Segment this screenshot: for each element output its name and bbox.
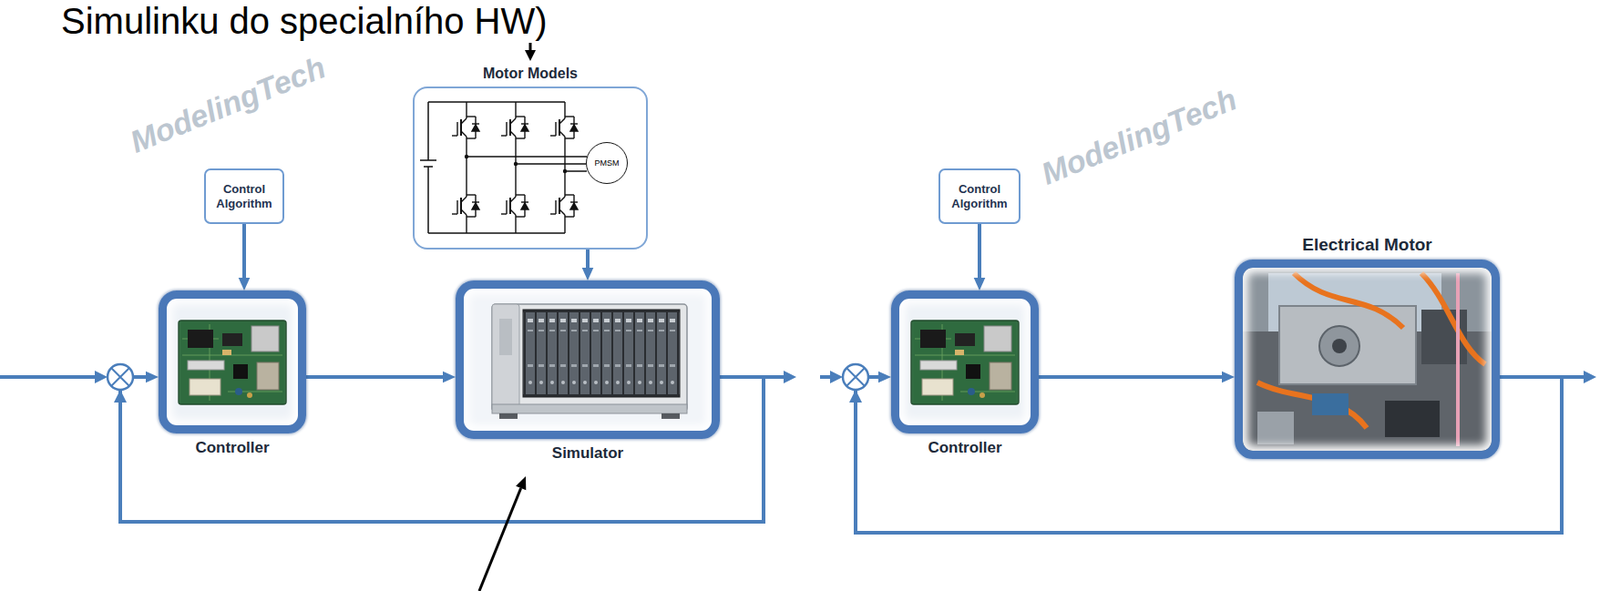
node-label: Controller bbox=[927, 439, 1002, 458]
motor-photo bbox=[1293, 273, 1404, 329]
summing-junction bbox=[107, 364, 134, 390]
circuit-board bbox=[166, 298, 298, 426]
circuit-board bbox=[178, 320, 287, 405]
node-label: Electrical Motor bbox=[1302, 235, 1433, 256]
signal-arrow bbox=[1038, 375, 1230, 380]
simulator-chassis bbox=[492, 404, 688, 414]
motor-box: Electrical Motor bbox=[1234, 259, 1500, 460]
inverter-schematic bbox=[466, 156, 587, 172]
signal-arrow bbox=[120, 377, 764, 523]
motor-circle: PMSM bbox=[585, 142, 628, 185]
motor-photo bbox=[1312, 393, 1349, 416]
inverter-schematic bbox=[466, 102, 565, 234]
circuit-board bbox=[251, 326, 279, 352]
inverter-schematic bbox=[563, 169, 567, 174]
pointer-arrow bbox=[515, 476, 526, 491]
circuit-board bbox=[222, 349, 232, 356]
simulator-chassis bbox=[492, 304, 688, 412]
summing-junction bbox=[113, 389, 127, 403]
inverter-schematic bbox=[464, 154, 469, 159]
signal-arrow bbox=[977, 224, 982, 286]
pointer-arrow bbox=[479, 42, 536, 591]
circuit-board bbox=[246, 392, 253, 399]
simulator-chassis bbox=[463, 288, 712, 431]
inverter-schematic bbox=[501, 194, 529, 217]
simulator-chassis bbox=[499, 413, 518, 420]
inverter-schematic bbox=[550, 116, 578, 139]
simulator-chassis bbox=[463, 288, 712, 431]
summing-junction bbox=[842, 364, 869, 390]
motor-photo bbox=[1384, 400, 1440, 438]
simulator-box: Simulator bbox=[455, 280, 720, 440]
circuit-board bbox=[899, 298, 1031, 426]
signal-line bbox=[783, 370, 797, 384]
simulator-chassis bbox=[661, 413, 680, 420]
inverter-schematic bbox=[451, 116, 480, 139]
summing-junction bbox=[846, 368, 865, 387]
signal-line bbox=[719, 375, 788, 380]
summing-junction bbox=[849, 389, 862, 403]
circuit-board bbox=[235, 388, 243, 396]
node-text: Control Algorithm bbox=[945, 182, 1014, 211]
inverter-schematic bbox=[451, 194, 480, 217]
signal-line bbox=[94, 370, 108, 384]
signal-line bbox=[1499, 375, 1588, 380]
motor-photo bbox=[1242, 267, 1492, 452]
node-label: Simulator bbox=[552, 444, 624, 463]
simulator-chassis bbox=[492, 304, 520, 412]
motor-photo bbox=[1421, 273, 1486, 365]
simulator-chassis bbox=[523, 309, 680, 398]
pointer-arrow bbox=[479, 488, 522, 591]
node-label: Motor Models bbox=[482, 65, 578, 83]
motor-photo bbox=[1242, 267, 1492, 452]
circuit-board bbox=[233, 364, 248, 380]
inverter-schematic bbox=[550, 194, 578, 217]
inverter-schematic bbox=[420, 102, 565, 234]
controller-box: Controller bbox=[891, 290, 1039, 434]
signal-line bbox=[830, 370, 843, 384]
inverter-schematic bbox=[513, 162, 518, 166]
watermark: ModelingTech bbox=[124, 49, 330, 160]
slide-text: Simulinku do specialního HW) bbox=[61, 0, 548, 42]
motor-photo bbox=[1257, 411, 1294, 445]
circuit-board bbox=[182, 324, 283, 401]
algorithm-box: Control Algorithm bbox=[938, 168, 1021, 225]
node-text: Control Algorithm bbox=[211, 182, 277, 211]
algorithm-box: Control Algorithm bbox=[204, 168, 285, 225]
motor-photo bbox=[1319, 326, 1360, 367]
pointer-arrow bbox=[524, 50, 536, 62]
inverter-schematic bbox=[420, 102, 587, 234]
signal-arrow bbox=[585, 249, 590, 276]
signal-line bbox=[0, 375, 99, 380]
node-label: Controller bbox=[194, 439, 269, 458]
signal-arrow bbox=[306, 375, 451, 380]
signal-line bbox=[0, 370, 1597, 384]
watermark: ModelingTech bbox=[1035, 81, 1242, 192]
motor-photo bbox=[1456, 273, 1460, 447]
circuit-board bbox=[166, 298, 298, 426]
node-text: PMSM bbox=[594, 159, 620, 168]
simulator-chassis bbox=[499, 318, 513, 356]
motor-photo bbox=[1332, 338, 1347, 354]
signal-arrow bbox=[242, 224, 247, 286]
circuit-board bbox=[222, 333, 243, 347]
circuit-board bbox=[187, 360, 225, 370]
inverter-schematic bbox=[501, 116, 529, 139]
model-panel: Motor ModelsPMSM bbox=[412, 86, 648, 250]
controller-box: Controller bbox=[158, 290, 307, 434]
circuit-board bbox=[187, 329, 214, 349]
circuit-board bbox=[189, 379, 221, 396]
circuit-board bbox=[256, 362, 279, 390]
signal-line bbox=[1583, 370, 1597, 384]
summing-junction bbox=[111, 368, 130, 387]
summing-junction bbox=[107, 364, 869, 403]
